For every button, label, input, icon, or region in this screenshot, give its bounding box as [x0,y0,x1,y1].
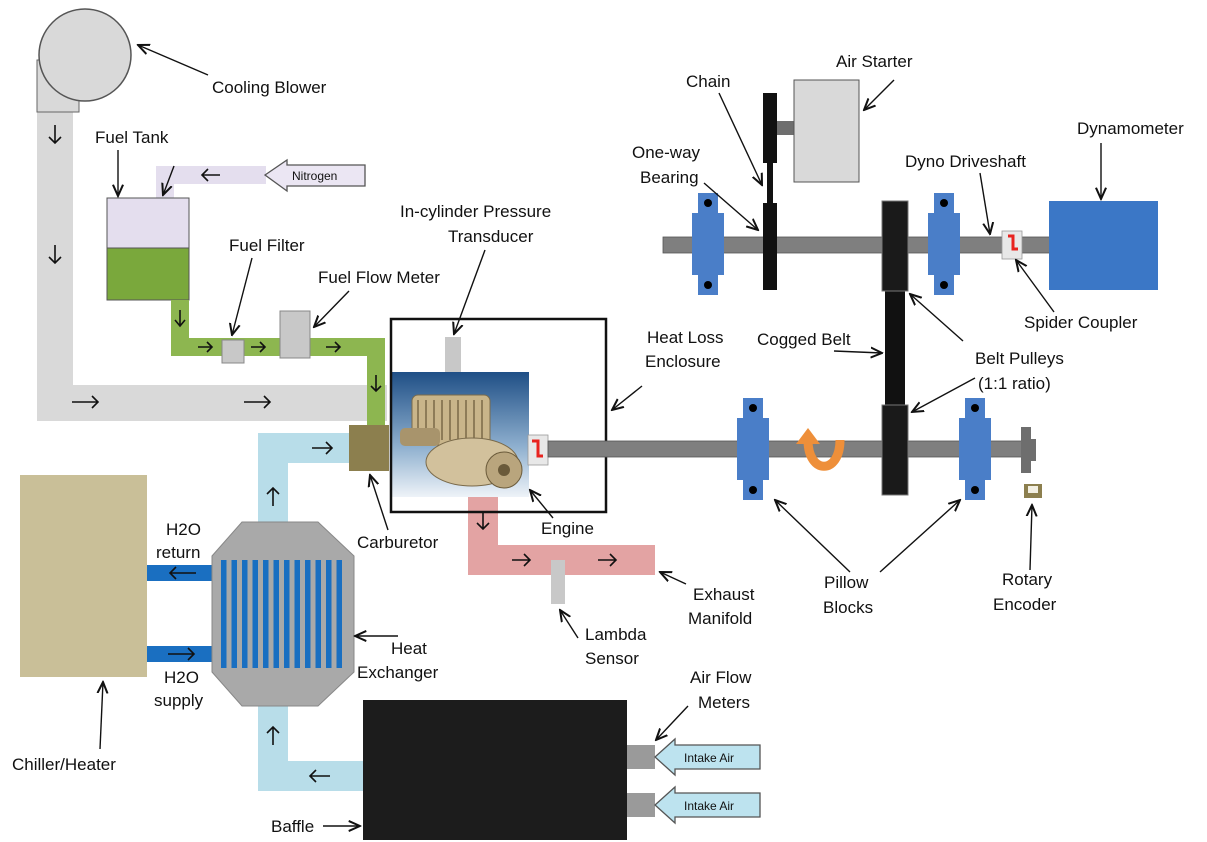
label-air-flow-2: Meters [698,693,750,712]
pillow-block-4 [928,193,960,295]
heat-exchanger-fin [263,560,269,668]
heat-exchanger-fin [316,560,322,668]
heat-exchanger-fin [221,560,227,668]
label-heat-exchanger-2: Exchanger [357,663,439,682]
label-cogged-belt: Cogged Belt [757,330,851,349]
label-cooling-blower: Cooling Blower [212,78,327,97]
label-exhaust-2: Manifold [688,609,752,628]
label-heat-loss-2: Enclosure [645,352,721,371]
label-pressure-transducer-1: In-cylinder Pressure [400,202,551,221]
cooling-air-duct [37,95,387,421]
label-heat-exchanger-1: Heat [391,639,427,658]
label-belt-pulleys-2: (1:1 ratio) [978,374,1051,393]
lambda-sensor [551,560,565,604]
label-fuel-filter: Fuel Filter [229,236,305,255]
air-starter-shaft [777,121,796,135]
heat-exchanger-fin [242,560,248,668]
label-h2o-supply-2: supply [154,691,204,710]
label-rotary-2: Encoder [993,595,1057,614]
label-nitrogen: Nitrogen [292,169,337,183]
label-pressure-transducer-2: Transducer [448,227,534,246]
label-pillow-1: Pillow [824,573,869,592]
heat-exchanger-fin [337,560,343,668]
carburetor [349,425,389,471]
fuel-tank [107,198,189,300]
label-chiller: Chiller/Heater [12,755,116,774]
label-intake-air-1: Intake Air [684,751,734,765]
label-h2o-return-1: H2O [166,520,201,539]
rotary-encoder-slot [1028,486,1038,493]
label-belt-pulleys-1: Belt Pulleys [975,349,1064,368]
chiller-heater [20,475,147,677]
label-pillow-2: Blocks [823,598,873,617]
label-rotary-1: Rotary [1002,570,1053,589]
spider-coupler [1002,231,1022,259]
pillow-block-2 [959,398,991,500]
label-baffle: Baffle [271,817,314,836]
pressure-transducer [445,337,461,374]
one-way-bearing [763,203,777,290]
label-one-way-2: Bearing [640,168,699,187]
intake-plenum [363,700,627,840]
heat-exchanger-fin [232,560,238,668]
label-dyno-driveshaft: Dyno Driveshaft [905,152,1026,171]
label-spider-coupler: Spider Coupler [1024,313,1138,332]
label-lambda-1: Lambda [585,625,647,644]
label-intake-air-2: Intake Air [684,799,734,813]
label-exhaust-1: Exhaust [693,585,755,604]
label-air-starter: Air Starter [836,52,913,71]
label-chain: Chain [686,72,730,91]
label-one-way-1: One-way [632,143,701,162]
label-fuel-flow-meter: Fuel Flow Meter [318,268,440,287]
rotary-encoder-stub [1031,439,1036,461]
air-flow-meters [627,745,655,817]
heat-exchanger-fin [326,560,332,668]
engine [391,372,548,497]
belt-pulley-upper [882,201,908,291]
label-engine: Engine [541,519,594,538]
heat-exchanger [212,522,354,706]
label-carburetor: Carburetor [357,533,439,552]
engine-shaft [548,441,1023,457]
pillow-block-3 [692,193,724,295]
belt-pulley-lower [882,405,908,495]
label-lambda-2: Sensor [585,649,639,668]
cooling-blower [37,9,131,112]
fuel-filter [222,340,244,363]
rotary-encoder-disc [1021,427,1031,473]
label-h2o-return-2: return [156,543,200,562]
label-fuel-tank: Fuel Tank [95,128,169,147]
fuel-flow-meter [280,311,310,358]
heat-exchanger-fin [274,560,280,668]
heat-exchanger-fin [295,560,301,668]
label-dynamometer: Dynamometer [1077,119,1184,138]
heat-exchanger-fin [284,560,290,668]
heat-exchanger-fin [253,560,259,668]
label-h2o-supply-1: H2O [164,668,199,687]
dynamometer [1049,201,1158,290]
chain-sprocket-top [763,93,777,163]
label-air-flow-1: Air Flow [690,668,752,687]
air-starter [794,80,859,182]
label-heat-loss-1: Heat Loss [647,328,724,347]
heat-exchanger-fin [305,560,311,668]
pillow-block-1 [737,398,769,500]
